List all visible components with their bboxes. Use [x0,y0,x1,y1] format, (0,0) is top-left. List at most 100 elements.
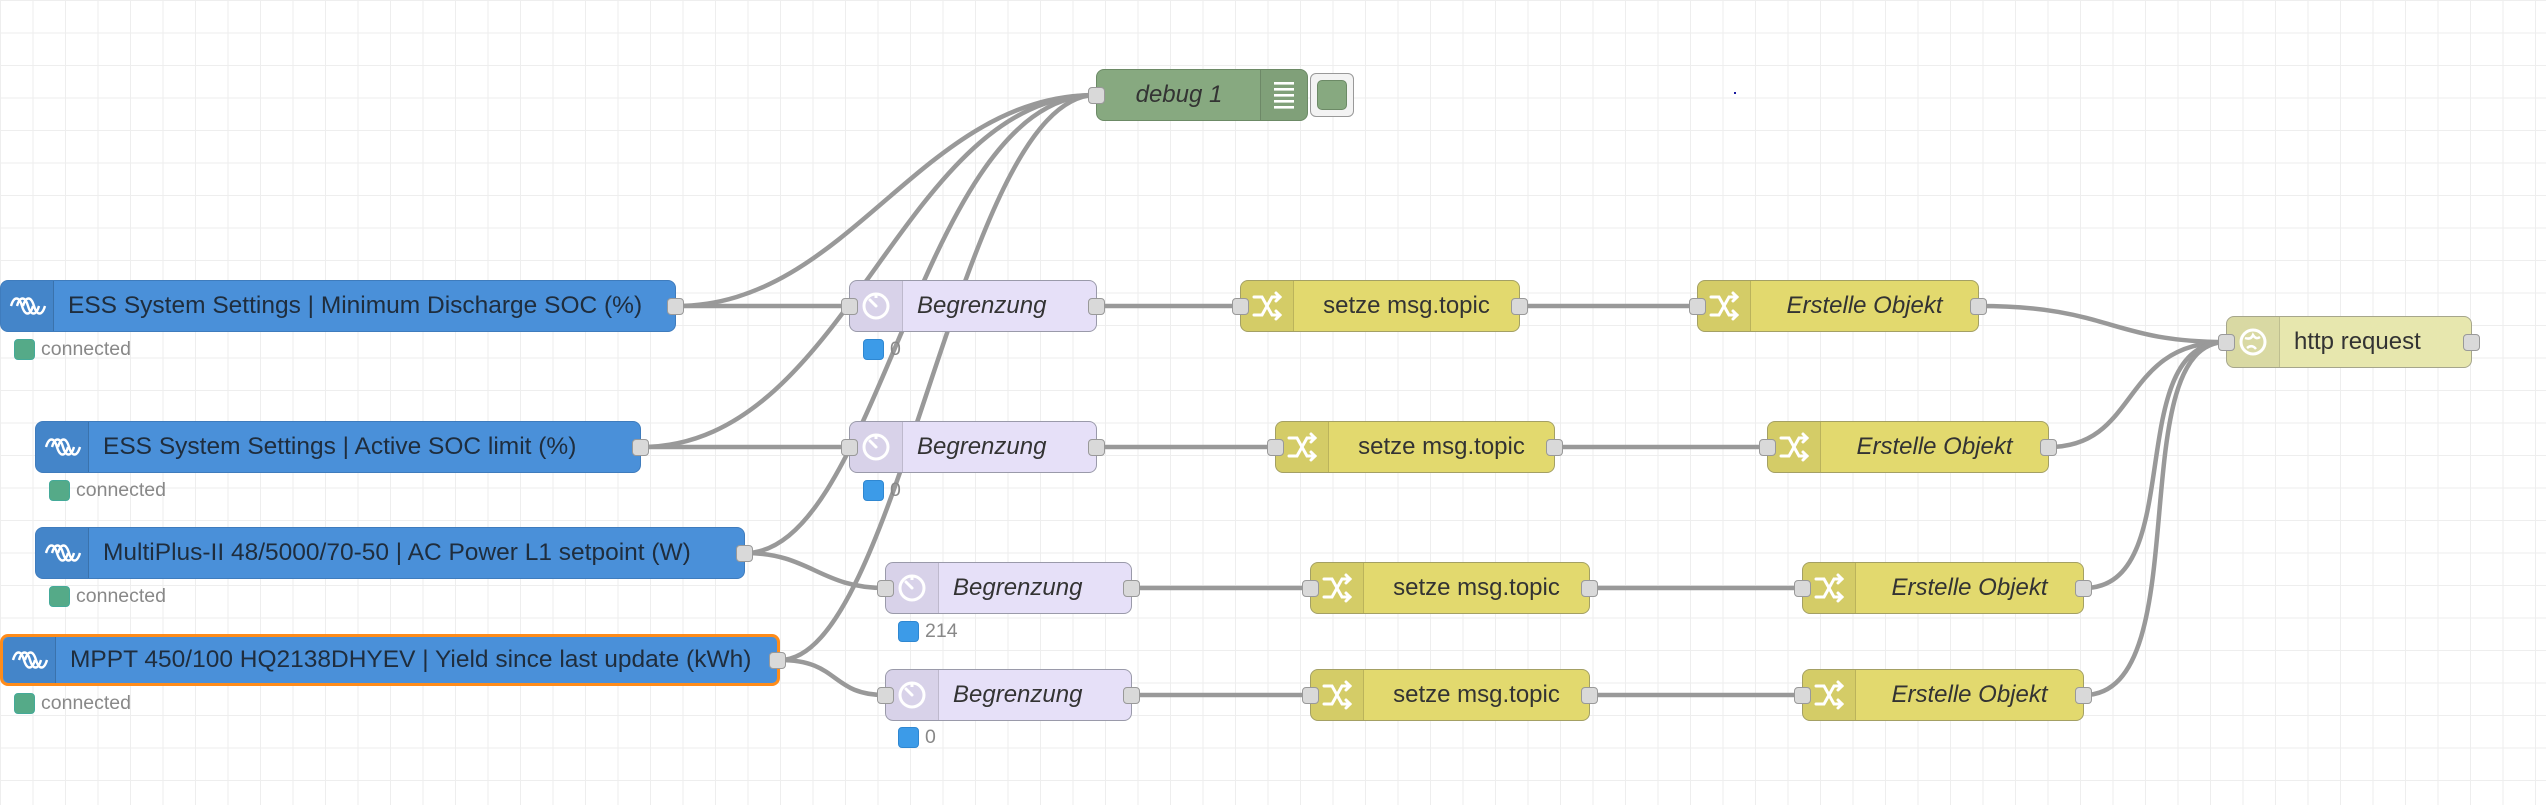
delay-node-label: Begrenzung [953,681,1083,708]
status-text: connected [41,692,131,714]
output-port[interactable] [2040,438,2057,456]
status-dot [49,480,70,501]
victron-node[interactable]: ESS System Settings | Active SOC limit (… [35,421,649,473]
wire[interactable] [779,92,1097,663]
input-port[interactable] [877,686,894,704]
change-node-label: Erstelle Objekt [1891,681,2048,708]
input-port[interactable] [1689,297,1706,315]
output-port[interactable] [1511,297,1528,315]
wire[interactable] [1978,303,2227,345]
victron-wave-icon [36,528,89,578]
output-port[interactable] [1088,438,1105,456]
delay-node[interactable]: Begrenzung [877,669,1140,721]
input-port[interactable] [1232,297,1249,315]
http-node-label: http request [2294,328,2421,355]
input-port[interactable] [1302,686,1319,704]
node-status: 0 [863,479,901,502]
output-port[interactable] [2075,579,2092,597]
status-dot [898,621,919,642]
victron-node-label: MPPT 450/100 HQ2138DHYEV | Yield since l… [70,646,752,673]
debug-node-label: debug 1 [1135,81,1223,108]
delay-node[interactable]: Begrenzung [841,421,1105,473]
input-port[interactable] [841,297,858,315]
victron-node-label: ESS System Settings | Active SOC limit (… [103,433,577,460]
globe-icon [2227,317,2280,367]
output-port[interactable] [667,297,684,315]
change-topic-node[interactable]: setze msg.topic [1232,280,1528,332]
shuffle-icon [1311,670,1364,720]
wire[interactable] [2048,339,2227,450]
status-text: connected [76,585,166,607]
delay-node-label: Begrenzung [953,574,1083,601]
output-port[interactable] [1123,579,1140,597]
node-status: connected [49,585,166,608]
shuffle-icon [1803,670,1856,720]
change-object-node[interactable]: Erstelle Objekt [1759,421,2057,473]
output-port[interactable] [769,651,786,669]
status-dot [49,586,70,607]
input-port[interactable] [1759,438,1776,456]
output-port[interactable] [632,438,649,456]
input-port[interactable] [1794,686,1811,704]
shuffle-icon [1698,281,1751,331]
output-port[interactable] [1970,297,1987,315]
victron-wave-icon [3,637,56,683]
delay-node[interactable]: Begrenzung [841,280,1105,332]
node-status: connected [14,338,131,361]
wire[interactable] [2083,339,2227,698]
status-dot [14,693,35,714]
timer-icon [886,563,939,613]
http-request-node[interactable]: http request [2218,316,2480,368]
wire[interactable] [675,92,1097,309]
input-port[interactable] [841,438,858,456]
delay-node[interactable]: Begrenzung [877,562,1140,614]
status-text: connected [41,338,131,360]
shuffle-icon [1276,422,1329,472]
change-topic-node[interactable]: setze msg.topic [1302,562,1598,614]
output-port[interactable] [736,544,753,562]
victron-wave-icon [1,281,54,331]
change-node-label: setze msg.topic [1393,681,1560,708]
wire[interactable] [779,657,886,698]
output-port[interactable] [2075,686,2092,704]
wire[interactable] [744,550,886,591]
wire[interactable] [640,92,1097,450]
status-dot [863,480,884,501]
output-port[interactable] [1581,579,1598,597]
input-port[interactable] [877,579,894,597]
change-node-label: setze msg.topic [1393,574,1560,601]
input-port[interactable] [1088,86,1105,104]
change-topic-node[interactable]: setze msg.topic [1302,669,1598,721]
input-port[interactable] [1302,579,1319,597]
delay-node-label: Begrenzung [917,292,1047,319]
output-port[interactable] [1088,297,1105,315]
victron-node[interactable]: ESS System Settings | Minimum Discharge … [0,280,684,332]
output-port[interactable] [1123,686,1140,704]
change-object-node[interactable]: Erstelle Objekt [1689,280,1987,332]
status-text: 0 [890,479,901,501]
input-port[interactable] [2218,333,2235,351]
output-port[interactable] [2463,333,2480,351]
output-port[interactable] [1581,686,1598,704]
node-status: 0 [898,726,936,749]
debug-list-icon [1260,70,1307,120]
change-object-node[interactable]: Erstelle Objekt [1794,562,2092,614]
debug-toggle-button[interactable] [1310,73,1354,117]
change-node-label: Erstelle Objekt [1891,574,2048,601]
output-port[interactable] [1546,438,1563,456]
change-node-label: setze msg.topic [1323,292,1490,319]
node-status: 214 [898,620,958,643]
input-port[interactable] [1267,438,1284,456]
input-port[interactable] [1794,579,1811,597]
debug-node[interactable]: debug 1 [1088,69,1308,121]
debug-toggle-indicator [1317,80,1347,110]
change-topic-node[interactable]: setze msg.topic [1267,421,1563,473]
wire[interactable] [2083,339,2227,591]
change-object-node[interactable]: Erstelle Objekt [1794,669,2092,721]
timer-icon [886,670,939,720]
shuffle-icon [1311,563,1364,613]
victron-wave-icon [36,422,89,472]
victron-node-selected[interactable]: MPPT 450/100 HQ2138DHYEV | Yield since l… [0,634,786,686]
victron-node[interactable]: MultiPlus-II 48/5000/70-50 | AC Power L1… [35,527,753,579]
